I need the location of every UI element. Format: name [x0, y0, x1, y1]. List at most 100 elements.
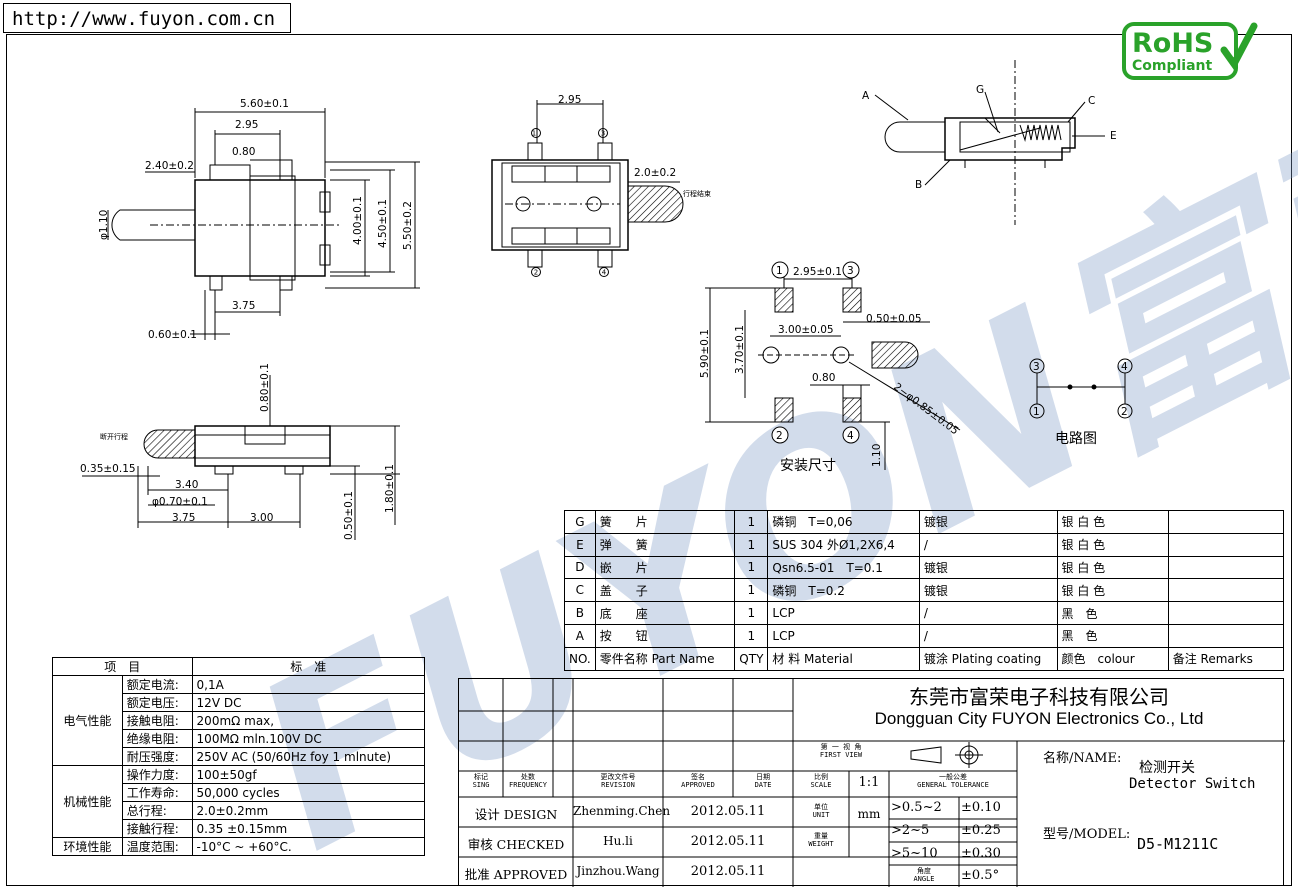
dim-top-295: 2.95 [235, 119, 258, 131]
scale-label: 比例 SCALE [810, 773, 832, 789]
dim-side-035: 0.35±0.15 [80, 463, 136, 475]
dim-side-080: 0.80±0.1 [259, 363, 271, 412]
side-view [82, 375, 400, 540]
circuit-pin3: 3 [1033, 361, 1040, 373]
dim-mount-295: 2.95±0.1 [793, 266, 842, 278]
parts-cell [1167, 532, 1285, 557]
spec-cell: 0,1A [191, 675, 426, 694]
dim-side-050: 0.50±0.1 [343, 491, 355, 540]
spec-cell: 接触电阻: [121, 711, 193, 730]
spec-header-item: 项 目 [52, 657, 193, 676]
spec-row: 绝缘电阻:100MΩ mln.100V DC [53, 729, 426, 748]
parts-cell: 弹 簧 [594, 532, 736, 557]
dim-mount-050: 0.50±0.05 [866, 313, 922, 325]
spec-cell: 2.0±0.2mm [191, 801, 426, 820]
parts-cell: SUS 304 外Ø1,2X6,4 [767, 532, 920, 557]
mount-pin3: 3 [847, 265, 854, 277]
parts-cell: 簧 片 [594, 510, 736, 534]
label-e: E [1110, 130, 1117, 142]
parts-cell: 镀银 [918, 555, 1058, 580]
spec-row: 额定电压:12V DC [53, 693, 426, 712]
spec-header-standard: 标 准 [191, 657, 426, 676]
title-grid [459, 679, 1285, 887]
parts-cell: 银 白 色 [1056, 510, 1169, 534]
mount-button-hatched [871, 341, 919, 369]
sign-label: 标记 SING [472, 773, 490, 789]
dim-mount-080: 0.80 [812, 372, 835, 384]
dim-mount-300: 3.00±0.05 [778, 324, 834, 336]
parts-cell: 镀涂 Plating coating [918, 646, 1058, 671]
design-label: 设计 DESIGN [474, 807, 558, 822]
dim-mount-370: 3.70±0.1 [734, 325, 746, 374]
parts-cell: / [918, 623, 1058, 648]
spec-row: 接触行程:0.35 ±0.15mm [53, 819, 426, 838]
first-view-label: 第 一 视 角 FIRST VIEW [819, 743, 863, 759]
rev-label: 更改文件号 REVISION [600, 773, 636, 789]
label-g: G [976, 84, 984, 96]
parts-cell [1167, 623, 1285, 648]
parts-cell: 磷铜 T=0,06 [767, 510, 920, 534]
spec-cell: 操作力度: [121, 765, 193, 784]
parts-cell: 磷铜 T=0.2 [767, 578, 920, 603]
parts-cell: LCP [767, 623, 920, 648]
mount-pins [771, 261, 860, 444]
label-c: C [1088, 95, 1095, 107]
model-value: D5-M1211C [1137, 835, 1219, 853]
dim-top-dia: φ1.10 [98, 210, 110, 240]
parts-cell: G [564, 510, 596, 534]
front-note: 行程结束 [683, 189, 711, 198]
checked-label: 审核 CHECKED [467, 837, 565, 852]
approved-name: Jinzhou.Wang [576, 864, 660, 878]
tol-range-2: >2~5 [891, 823, 930, 838]
dim-mount-590: 5.90±0.1 [699, 329, 711, 378]
parts-cell: 1 [734, 532, 769, 557]
dim-top-080: 0.80 [232, 146, 255, 158]
parts-cell: 备注 Remarks [1167, 646, 1285, 671]
spec-row: 工作寿命:50,000 cycles [53, 783, 426, 802]
dim-top-060: 0.60±0.1 [148, 329, 197, 341]
spec-cell: 200mΩ max, [191, 711, 426, 730]
spec-cell: 额定电压: [121, 693, 193, 712]
mount-pin4: 4 [847, 430, 854, 442]
company-en: Dongguan City FUYON Electronics Co., Ltd [874, 709, 1204, 728]
front-pin2: 2 [534, 269, 538, 277]
parts-cell: / [918, 601, 1058, 625]
dim-top-400: 4.00±0.1 [352, 196, 364, 245]
website-url[interactable]: http://www.fuyon.com.cn [3, 3, 291, 33]
spec-header-row: 项 目标 准 [52, 657, 426, 676]
model-label: 型号/MODEL: [1043, 827, 1131, 842]
parts-cell: 银 白 色 [1056, 578, 1169, 603]
design-date: 2012.05.11 [690, 804, 766, 819]
dim-side-340: 3.40 [175, 479, 198, 491]
dim-side-070: φ0.70±0.1 [152, 496, 208, 508]
parts-cell: 镀银 [918, 578, 1058, 603]
section-view [874, 60, 1105, 225]
unit-label: 单位 UNIT [812, 803, 830, 819]
spec-row: 环境性能温度范围:-10°C ~ +60°C. [52, 837, 426, 856]
name-en: Detector Switch [1129, 776, 1256, 792]
front-button-hatched [627, 185, 684, 223]
spec-cell: 50,000 cycles [191, 783, 426, 802]
dim-top-450: 4.50±0.1 [377, 199, 389, 248]
mount-pin1: 1 [776, 265, 783, 277]
company-cn: 东莞市富荣电子科技有限公司 [909, 685, 1169, 709]
circuit-pin4: 4 [1121, 361, 1128, 373]
top-view [107, 108, 420, 340]
mount-pin2: 2 [776, 430, 783, 442]
parts-cell: 银 白 色 [1056, 555, 1169, 580]
spec-cell: 12V DC [191, 693, 426, 712]
parts-cell: B [564, 601, 596, 625]
parts-cell: Qsn6.5-01 T=0.1 [767, 555, 920, 580]
tol-value-1: ±0.10 [961, 800, 1001, 815]
parts-cell: 银 白 色 [1056, 532, 1169, 557]
dim-top-550: 5.50±0.2 [402, 201, 414, 250]
spec-cell: 0.35 ±0.15mm [191, 819, 426, 838]
svg-text:Compliant: Compliant [1132, 58, 1213, 74]
dim-side-300: 3.00 [250, 512, 273, 524]
circuit-pin2: 2 [1121, 406, 1128, 418]
approved-label: 签名 APPROVED [681, 773, 715, 789]
tol-value-2: ±0.25 [961, 823, 1001, 838]
